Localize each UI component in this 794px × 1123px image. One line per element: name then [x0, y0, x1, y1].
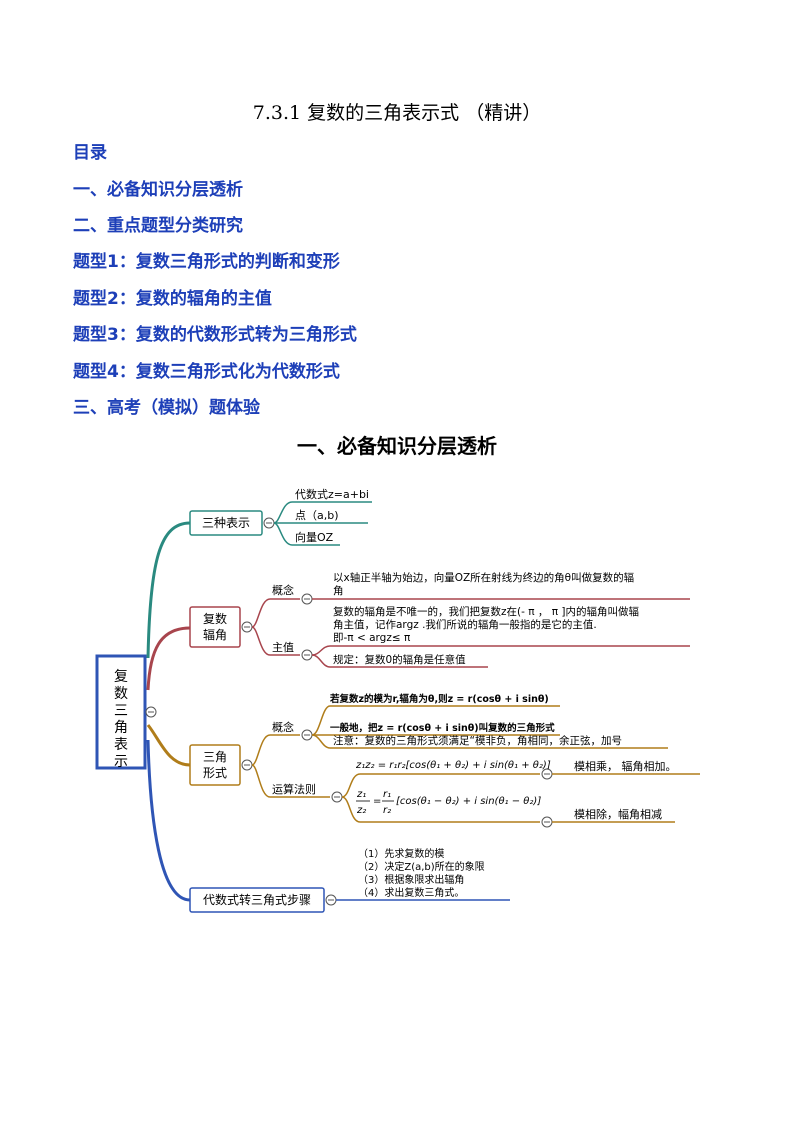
- div-formula-text: [cos(θ₁ − θ₂) + i sin(θ₁ − θ₂)]: [396, 796, 541, 807]
- mult-text: 模相乘， 辐角相加。: [574, 759, 677, 773]
- principal-text: 复数的辐角是不唯一的，我们把复数z在(- π ， π ]内的辐角叫做辐: [333, 605, 639, 618]
- concept-label: 概念: [272, 720, 294, 734]
- ops-label: 运算法则: [272, 782, 316, 796]
- toc-heading: 目录: [73, 143, 107, 163]
- branch2-node[interactable]: [189, 606, 241, 648]
- branch1-node[interactable]: [189, 510, 263, 536]
- toc-item[interactable]: 题型3：复数的代数形式转为三角形式: [73, 325, 357, 345]
- toc-item[interactable]: 题型4：复数三角形式化为代数形式: [73, 362, 340, 382]
- branch4-label: 代数式转三角式步骤: [203, 892, 311, 907]
- root-char: 数: [114, 686, 128, 702]
- toc-item[interactable]: 三、高考（模拟）题体验: [73, 398, 260, 418]
- toc-item[interactable]: 题型2：复数的辐角的主值: [73, 289, 272, 309]
- toc-item[interactable]: 一、必备知识分层透析: [73, 180, 243, 200]
- branch3-label: 三角: [203, 750, 227, 764]
- svg-text:z₁: z₁: [356, 789, 366, 800]
- branch4-connector: [146, 739, 191, 902]
- rule-text: 规定：复数0的辐角是任意值: [333, 653, 466, 666]
- root-char: 复: [114, 668, 128, 685]
- page-title: 7.3.1 复数的三角表示式 （精讲）: [252, 102, 542, 124]
- svg-text:z₂: z₂: [356, 805, 366, 816]
- mult-formula: z₁z₂ = r₁r₂[cos(θ₁ + θ₂) + i sin(θ₁ + θ₂…: [355, 760, 551, 771]
- section-title: 一、必备知识分层透析: [297, 434, 497, 458]
- root-node[interactable]: [95, 654, 147, 770]
- principal-label: 主值: [272, 641, 294, 654]
- concept-text: 角: [333, 585, 344, 597]
- toc-item[interactable]: 题型1：复数三角形式的判断和变形: [73, 252, 340, 272]
- def1-text: 若复数z的模为r,辐角为θ,则z = r(cosθ + i sinθ): [329, 693, 549, 705]
- root-char: 示: [114, 754, 128, 770]
- branch1-leaf: 向量OZ: [295, 530, 334, 544]
- concept-label: 概念: [272, 583, 294, 597]
- branch3-connector: [146, 724, 191, 767]
- root-char: 角: [114, 720, 128, 736]
- principal-text: 即-π < argz≤ π: [333, 632, 411, 644]
- svg-text:=: =: [373, 796, 381, 807]
- principal-text: 角主值，记作argz .我们所说的辐角一般指的是它的主值.: [333, 618, 597, 631]
- branch1-leaf: 代数式z=a+bi: [295, 488, 369, 501]
- branch2-connector: [146, 626, 191, 691]
- branch1-leaf: 点（a,b): [295, 509, 339, 522]
- step-text: （4）求出复数三角式。: [358, 886, 464, 899]
- root-char: 三: [114, 703, 128, 719]
- div-formula: z₁ z₂ = r₁ r₂ [cos(θ₁ − θ₂) + i sin(θ₁ −…: [356, 789, 541, 816]
- branch3-node[interactable]: [189, 744, 241, 786]
- branch1-connector: [146, 521, 191, 659]
- branch4-node[interactable]: [189, 887, 325, 913]
- branch3-label: 形式: [203, 766, 227, 780]
- svg-text:r₁: r₁: [383, 789, 391, 800]
- branch2-label: 复数: [203, 611, 227, 626]
- div-text: 模相除，幅角相减: [574, 807, 662, 821]
- step-text: （1）先求复数的模: [358, 847, 444, 860]
- step-text: （2）决定Z(a,b)所在的象限: [358, 860, 485, 873]
- def2-text: 一般地，把z = r(cosθ + i sinθ)叫复数的三角形式: [330, 722, 555, 734]
- svg-text:r₂: r₂: [383, 805, 391, 816]
- toc-item[interactable]: 二、重点题型分类研究: [73, 216, 243, 236]
- note-text: 注意：复数的三角形式须满足“模非负，角相同，余正弦，加号: [333, 734, 622, 747]
- branch1-label: 三种表示: [202, 516, 250, 530]
- step-text: （3）根据象限求出辐角: [358, 873, 464, 886]
- concept-text: 以x轴正半轴为始边，向量OZ所在射线为终边的角θ叫做复数的辐: [333, 571, 635, 584]
- root-char: 表: [114, 737, 128, 753]
- branch2-label: 辐角: [203, 627, 227, 642]
